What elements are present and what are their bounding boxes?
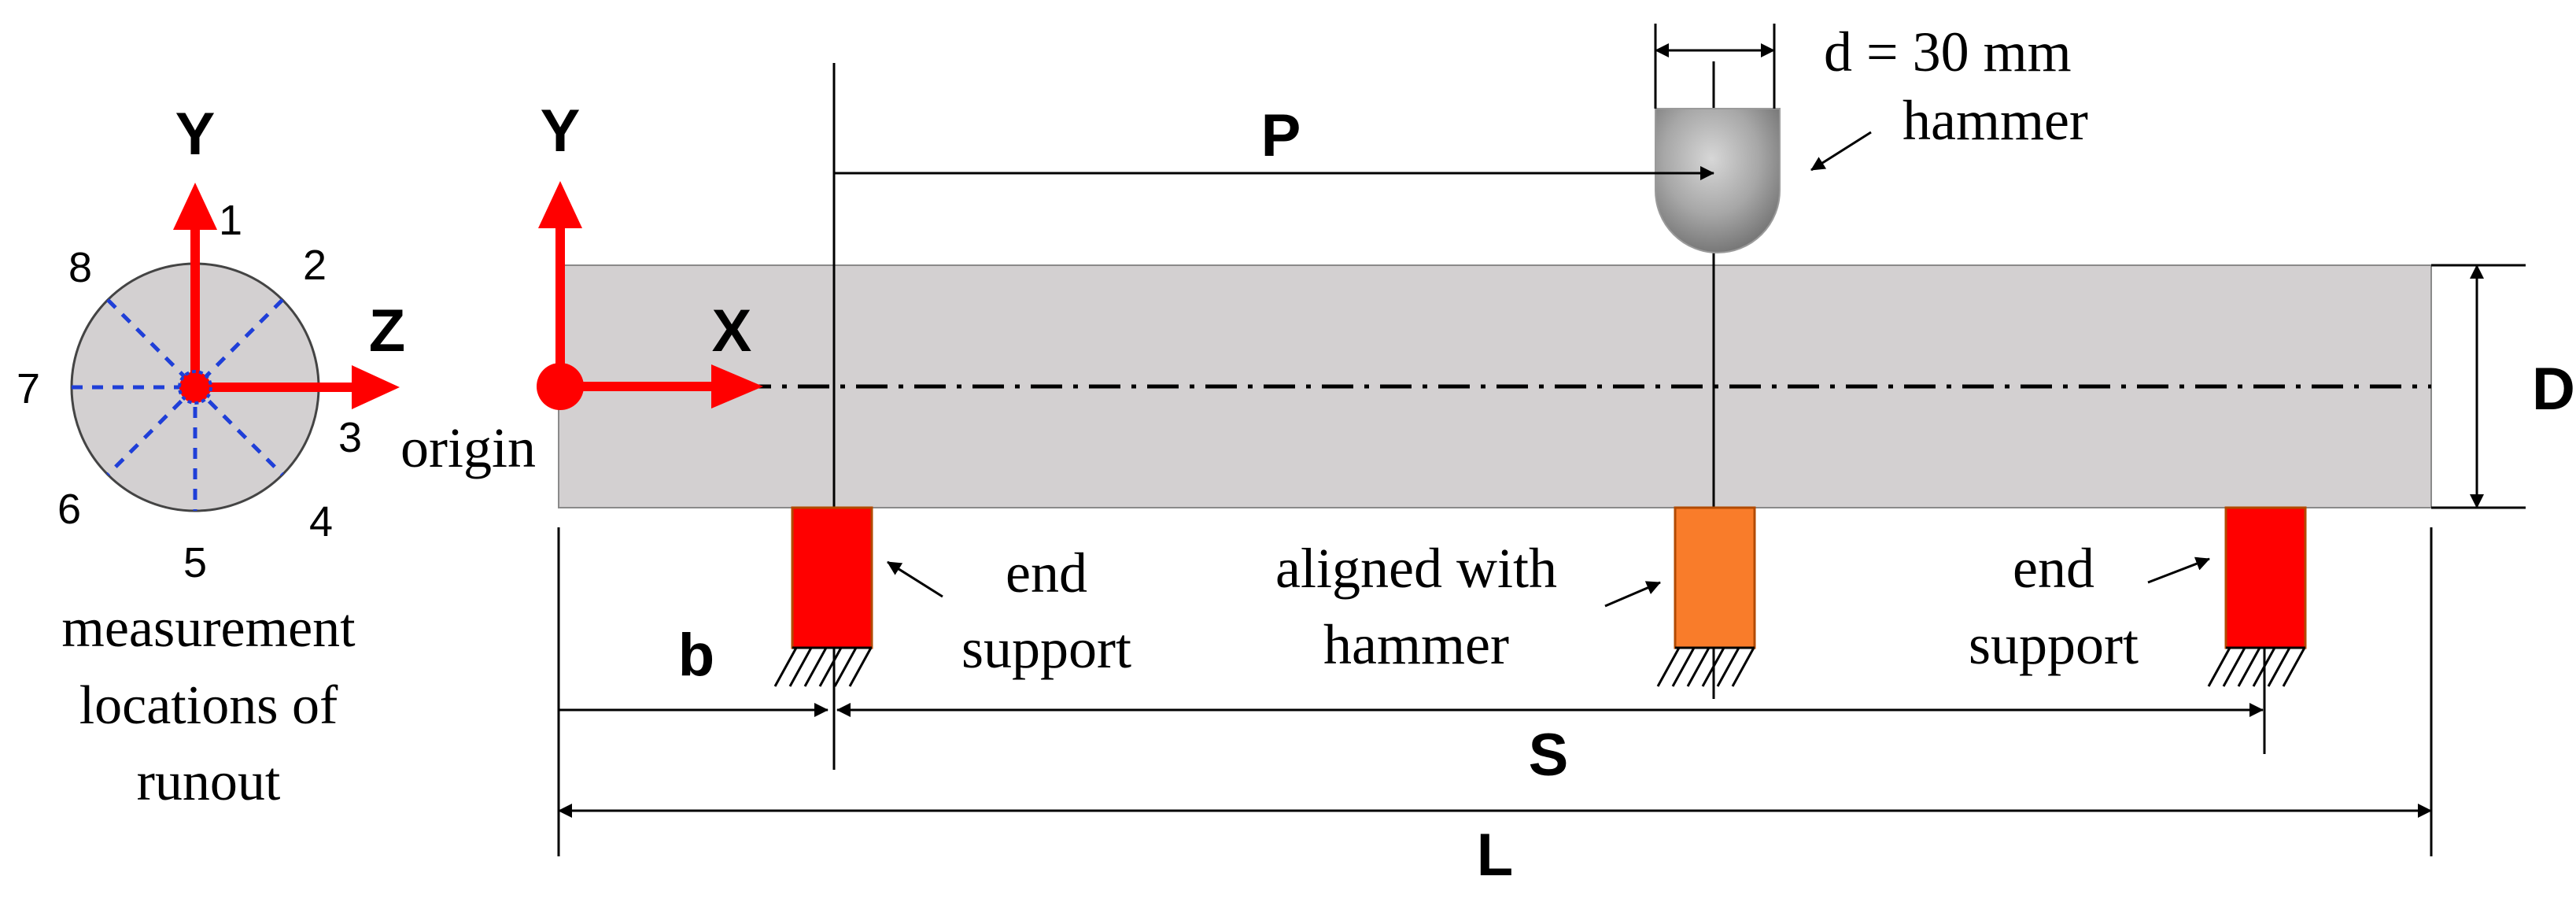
p-dimension-label: P xyxy=(1261,102,1301,169)
location-4-label: 4 xyxy=(309,498,333,545)
z-axis-arrow xyxy=(195,365,400,409)
location-8-label: 8 xyxy=(68,244,92,291)
hammer-diameter-label: d = 30 mm xyxy=(1824,20,2072,83)
measurement-location-labels: 1 2 3 4 5 6 7 8 xyxy=(17,197,362,586)
left-support-pointer xyxy=(887,560,943,598)
middle-support-label-line-2: hammer xyxy=(1323,613,1509,676)
beam-y-axis-arrow xyxy=(538,181,582,386)
middle-support-label: aligned with hammer xyxy=(1275,537,1557,676)
caption-line-3: runout xyxy=(137,752,281,812)
beam-x-label: X xyxy=(712,298,752,364)
d-dimension-label: D xyxy=(2532,356,2575,423)
left-support-ground-hatch xyxy=(773,646,873,687)
caption-line-2: locations of xyxy=(79,675,338,736)
left-support-label-line-2: support xyxy=(961,617,1131,680)
cross-section-z-label: Z xyxy=(369,298,405,364)
location-2-label: 2 xyxy=(303,242,327,289)
middle-support xyxy=(1674,506,1756,649)
location-1-label: 1 xyxy=(219,197,242,244)
cross-section-caption: measurement locations of runout xyxy=(61,598,356,812)
s-dimension-label: S xyxy=(1529,722,1569,789)
caption-line-1: measurement xyxy=(61,598,356,659)
right-end-support xyxy=(2224,506,2307,649)
beam-x-axis-arrow xyxy=(560,364,763,408)
right-support-label-line-2: support xyxy=(1969,613,2139,676)
location-7-label: 7 xyxy=(17,365,40,412)
left-support-label-line-1: end xyxy=(1006,542,1087,604)
beam-diagram: d = 30 mm hammer P D Y X origin xyxy=(400,20,2575,889)
hammer-head xyxy=(1655,108,1781,253)
left-end-support xyxy=(791,506,873,649)
location-6-label: 6 xyxy=(57,486,81,533)
b-dimension-label: b xyxy=(678,622,714,689)
y-axis-arrow xyxy=(173,183,217,387)
cross-section-y-label: Y xyxy=(175,101,216,168)
beam-origin-dot xyxy=(537,363,584,410)
location-3-label: 3 xyxy=(338,414,362,461)
middle-support-label-line-1: aligned with xyxy=(1275,537,1557,600)
right-support-ground-hatch xyxy=(2207,646,2306,687)
center-origin-dot xyxy=(178,370,212,405)
right-support-label-line-1: end xyxy=(2013,537,2094,600)
beam-y-label: Y xyxy=(541,98,581,165)
origin-label: origin xyxy=(400,416,536,479)
right-support-label: end support xyxy=(1969,537,2139,676)
left-support-label: end support xyxy=(961,542,1131,680)
middle-support-pointer xyxy=(1604,581,1661,608)
location-5-label: 5 xyxy=(183,539,207,586)
l-dimension-label: L xyxy=(1477,822,1513,889)
cross-section: Y Z 1 2 3 4 5 6 7 8 measurement location… xyxy=(17,101,405,812)
hammer-pointer xyxy=(1810,131,1872,172)
middle-support-ground-hatch xyxy=(1656,646,1755,687)
hammer-label: hammer xyxy=(1902,89,2088,152)
right-support-pointer xyxy=(2147,556,2210,584)
